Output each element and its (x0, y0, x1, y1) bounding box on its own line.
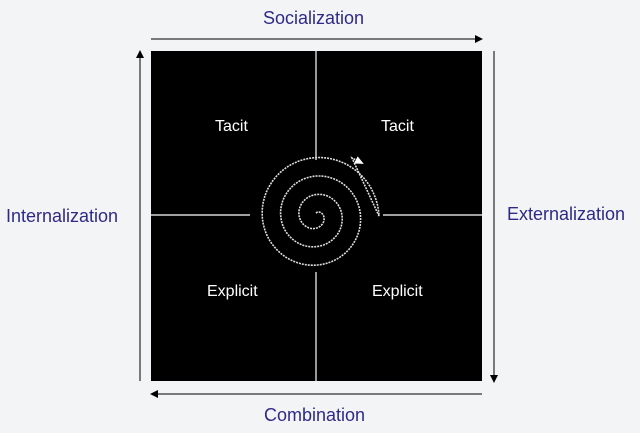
socialization-label: Socialization (263, 8, 365, 28)
quadrant-top-right-label: Tacit (381, 118, 414, 135)
internalization-label: Internalization (6, 206, 119, 226)
knowledge-spiral (261, 156, 380, 266)
quadrant-top-left-label: Tacit (215, 118, 248, 135)
combination-label: Combination (264, 405, 366, 425)
externalization-label: Externalization (507, 204, 626, 224)
quadrant-bottom-right-label: Explicit (372, 283, 423, 300)
quadrant-bottom-left-label: Explicit (207, 283, 258, 300)
